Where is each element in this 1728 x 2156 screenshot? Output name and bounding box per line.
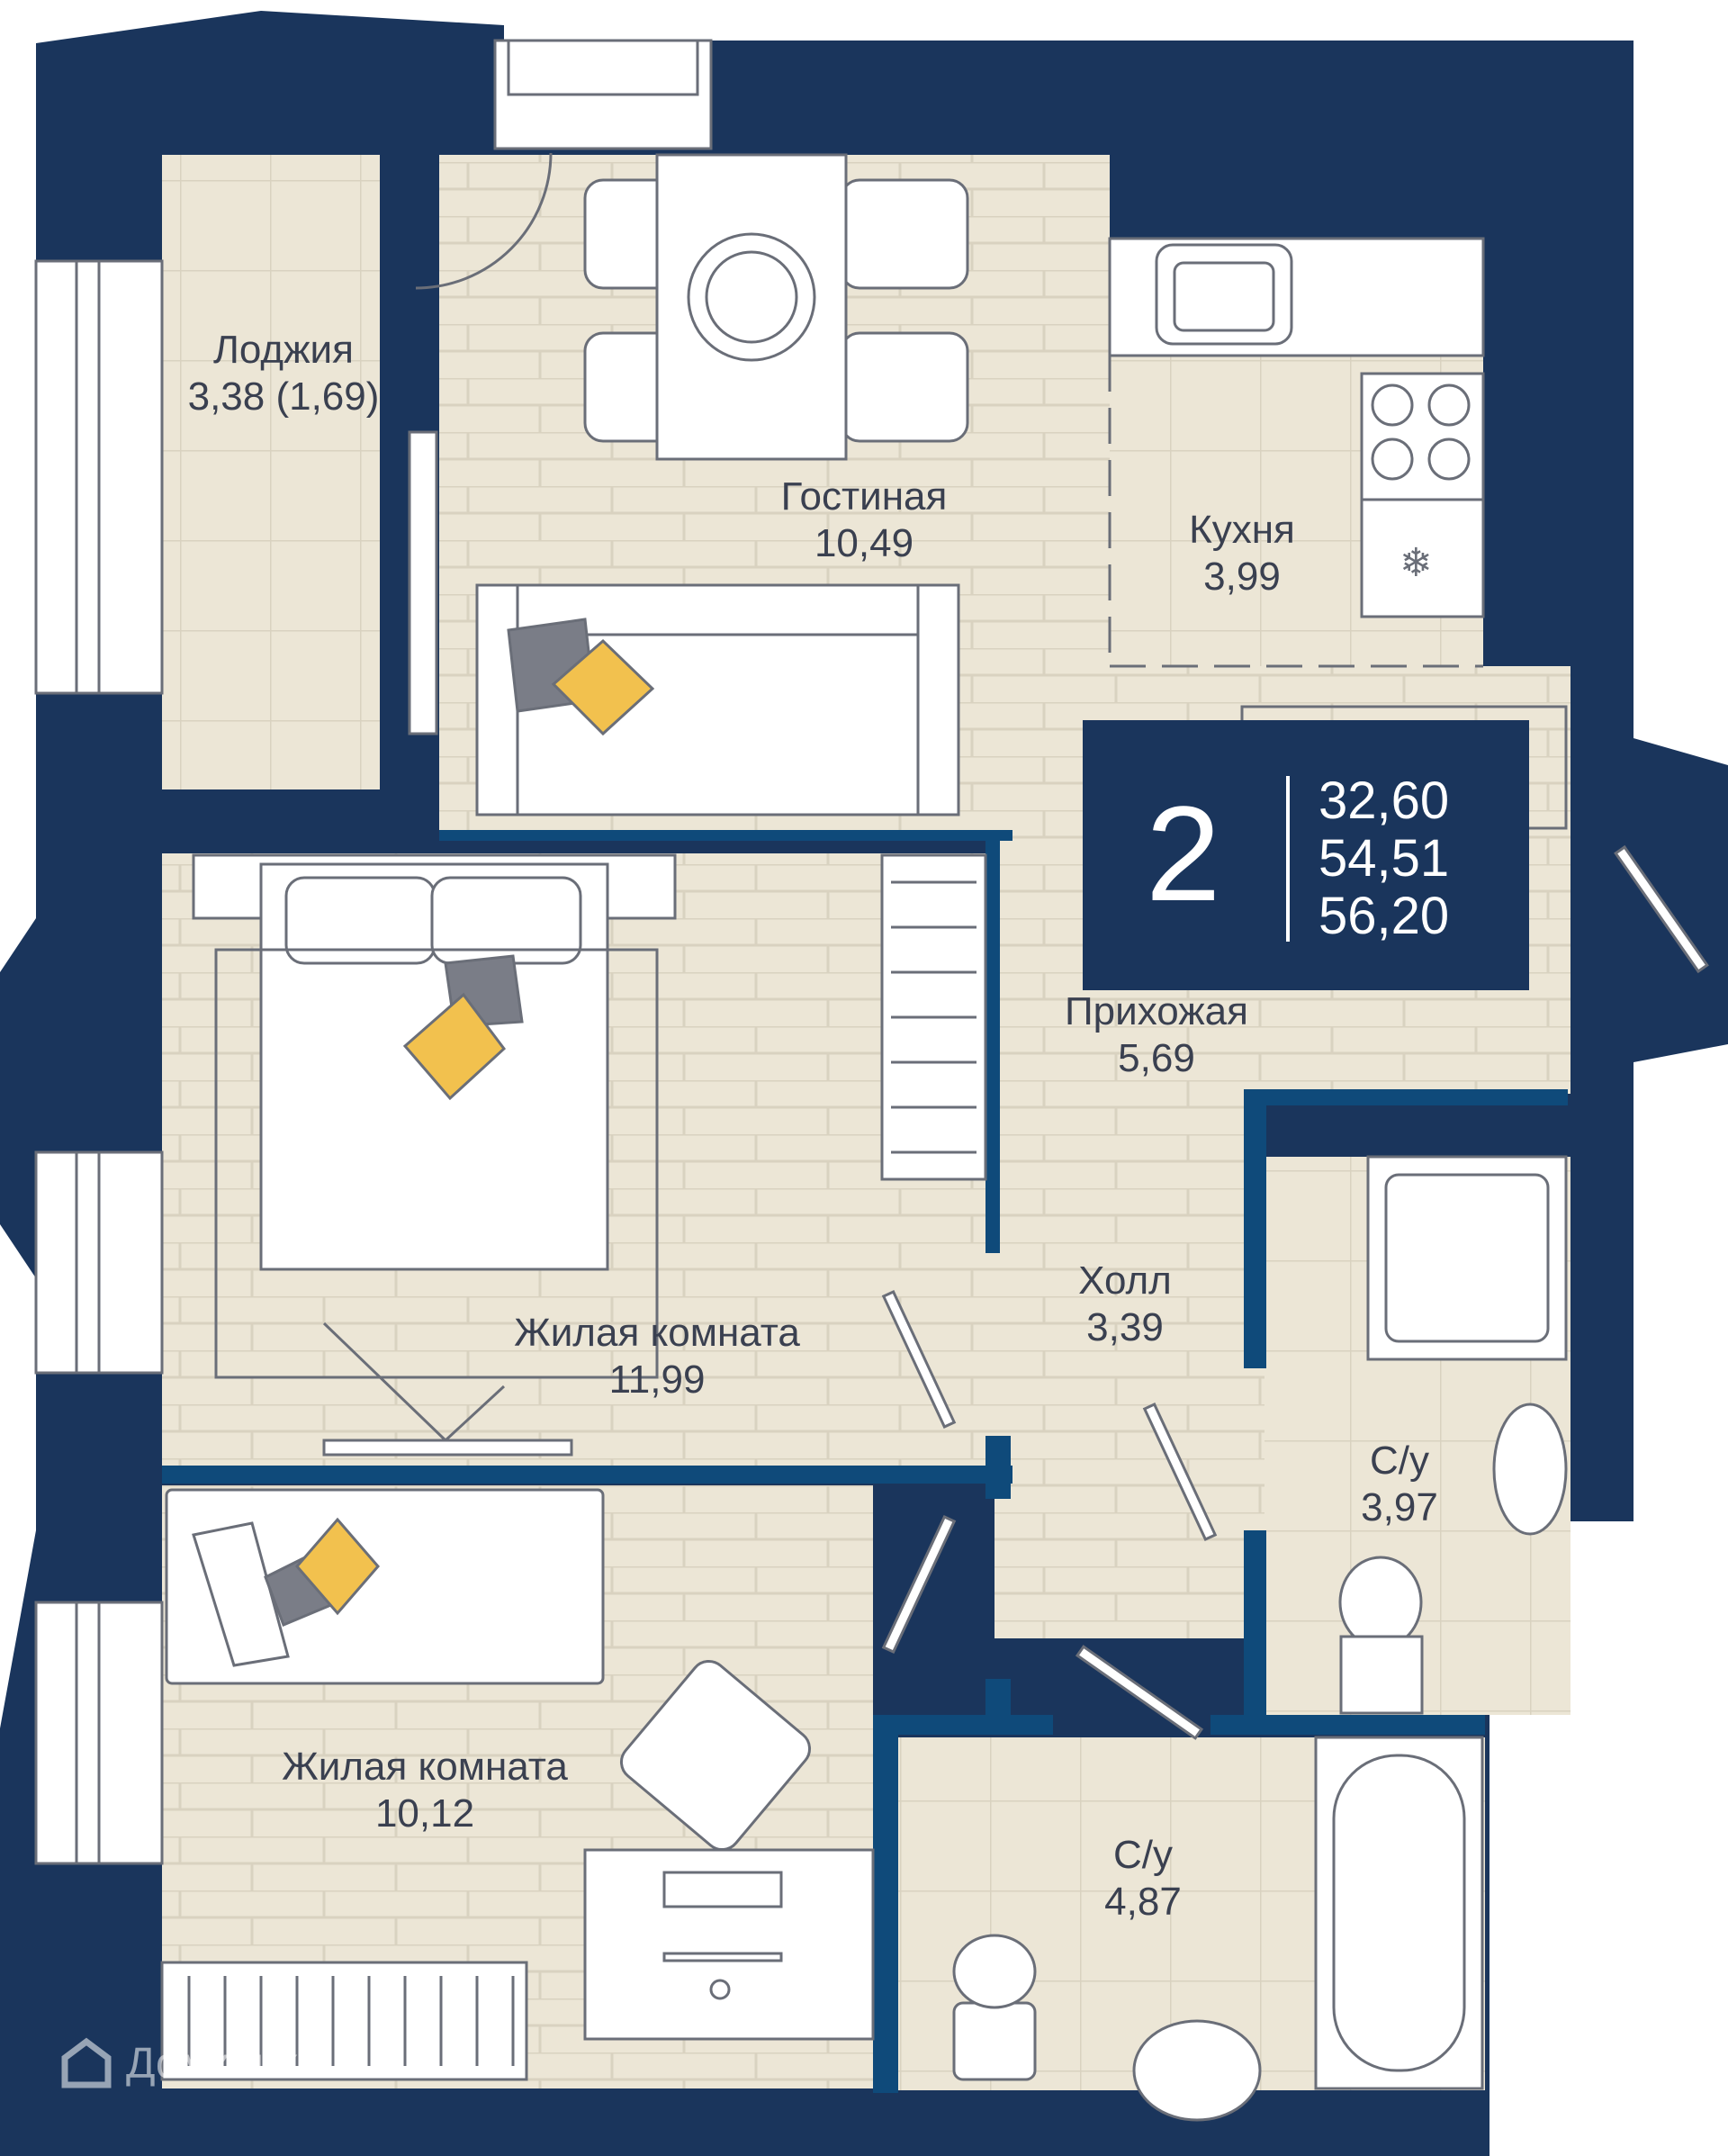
bath2-fixtures xyxy=(952,1736,1484,2122)
watermark-text: Домклик xyxy=(126,2039,298,2088)
room-area: 5,69 xyxy=(1118,1036,1195,1080)
room-name: Кухня xyxy=(1189,508,1295,552)
hall-floor xyxy=(994,1094,1264,1638)
room-area: 11,99 xyxy=(608,1358,706,1402)
room-label-bedroom2: Жилая комната 10,12 xyxy=(236,1744,614,1837)
double-bed xyxy=(192,853,677,1457)
window-loggia-door xyxy=(408,430,438,735)
room-name: Жилая комната xyxy=(282,1745,568,1789)
room-name: С/у xyxy=(1113,1833,1173,1877)
room-name: Холл xyxy=(1078,1258,1172,1303)
room-label-hallway: Прихожая 5,69 xyxy=(1017,988,1296,1082)
room-label-hall: Холл 3,39 xyxy=(1008,1258,1242,1351)
room-area: 4,87 xyxy=(1104,1880,1182,1924)
area-living: 32,60 xyxy=(1318,771,1450,830)
area-list: 32,60 54,51 56,20 xyxy=(1318,772,1449,945)
bath1-fixtures xyxy=(1338,1155,1568,1715)
single-bed xyxy=(165,1488,605,1685)
room-area: 10,49 xyxy=(814,521,914,565)
room-name: С/у xyxy=(1370,1439,1429,1483)
room-label-kitchen: Кухня 3,99 xyxy=(1125,507,1359,600)
windows xyxy=(34,39,713,1865)
dining-table xyxy=(583,153,969,461)
room-name: Жилая комната xyxy=(514,1311,800,1355)
area-with-loggia: 56,20 xyxy=(1318,887,1450,945)
room-label-bath2: С/у 4,87 xyxy=(1035,1832,1251,1926)
loggia-floor xyxy=(162,155,380,789)
desk-set xyxy=(160,1659,875,2081)
area-total: 54,51 xyxy=(1318,829,1450,888)
summary-divider xyxy=(1286,776,1290,942)
room-name: Прихожая xyxy=(1065,989,1248,1033)
room-area: 3,39 xyxy=(1086,1305,1164,1349)
room-area: 3,97 xyxy=(1361,1485,1438,1529)
room-name: Лоджия xyxy=(213,328,354,372)
room-label-bedroom1: Жилая комната 11,99 xyxy=(468,1310,846,1403)
room-area: 10,12 xyxy=(374,1791,475,1836)
room-name: Гостиная xyxy=(780,474,948,519)
room-label-living: Гостиная 10,49 xyxy=(747,474,981,567)
room-label-bath1: С/у 3,97 xyxy=(1292,1438,1508,1531)
sofa xyxy=(475,583,960,816)
rooms-count: 2 xyxy=(1146,778,1221,929)
wardrobe-hallway xyxy=(880,853,987,1181)
partitions xyxy=(162,830,1568,2093)
room-label-loggia: Лоджия 3,38 (1,69) xyxy=(148,327,418,420)
room-area: 3,38 (1,69) xyxy=(187,374,380,419)
watermark: Домклик xyxy=(59,2036,297,2090)
room-area: 3,99 xyxy=(1203,555,1281,599)
doors xyxy=(415,152,1709,1740)
kitchen-units xyxy=(1108,237,1485,668)
snowflake-icon: ❄ xyxy=(1400,540,1433,586)
home-logo-icon xyxy=(61,2037,112,2088)
apartment-summary: 2 32,60 54,51 56,20 xyxy=(1083,720,1529,990)
